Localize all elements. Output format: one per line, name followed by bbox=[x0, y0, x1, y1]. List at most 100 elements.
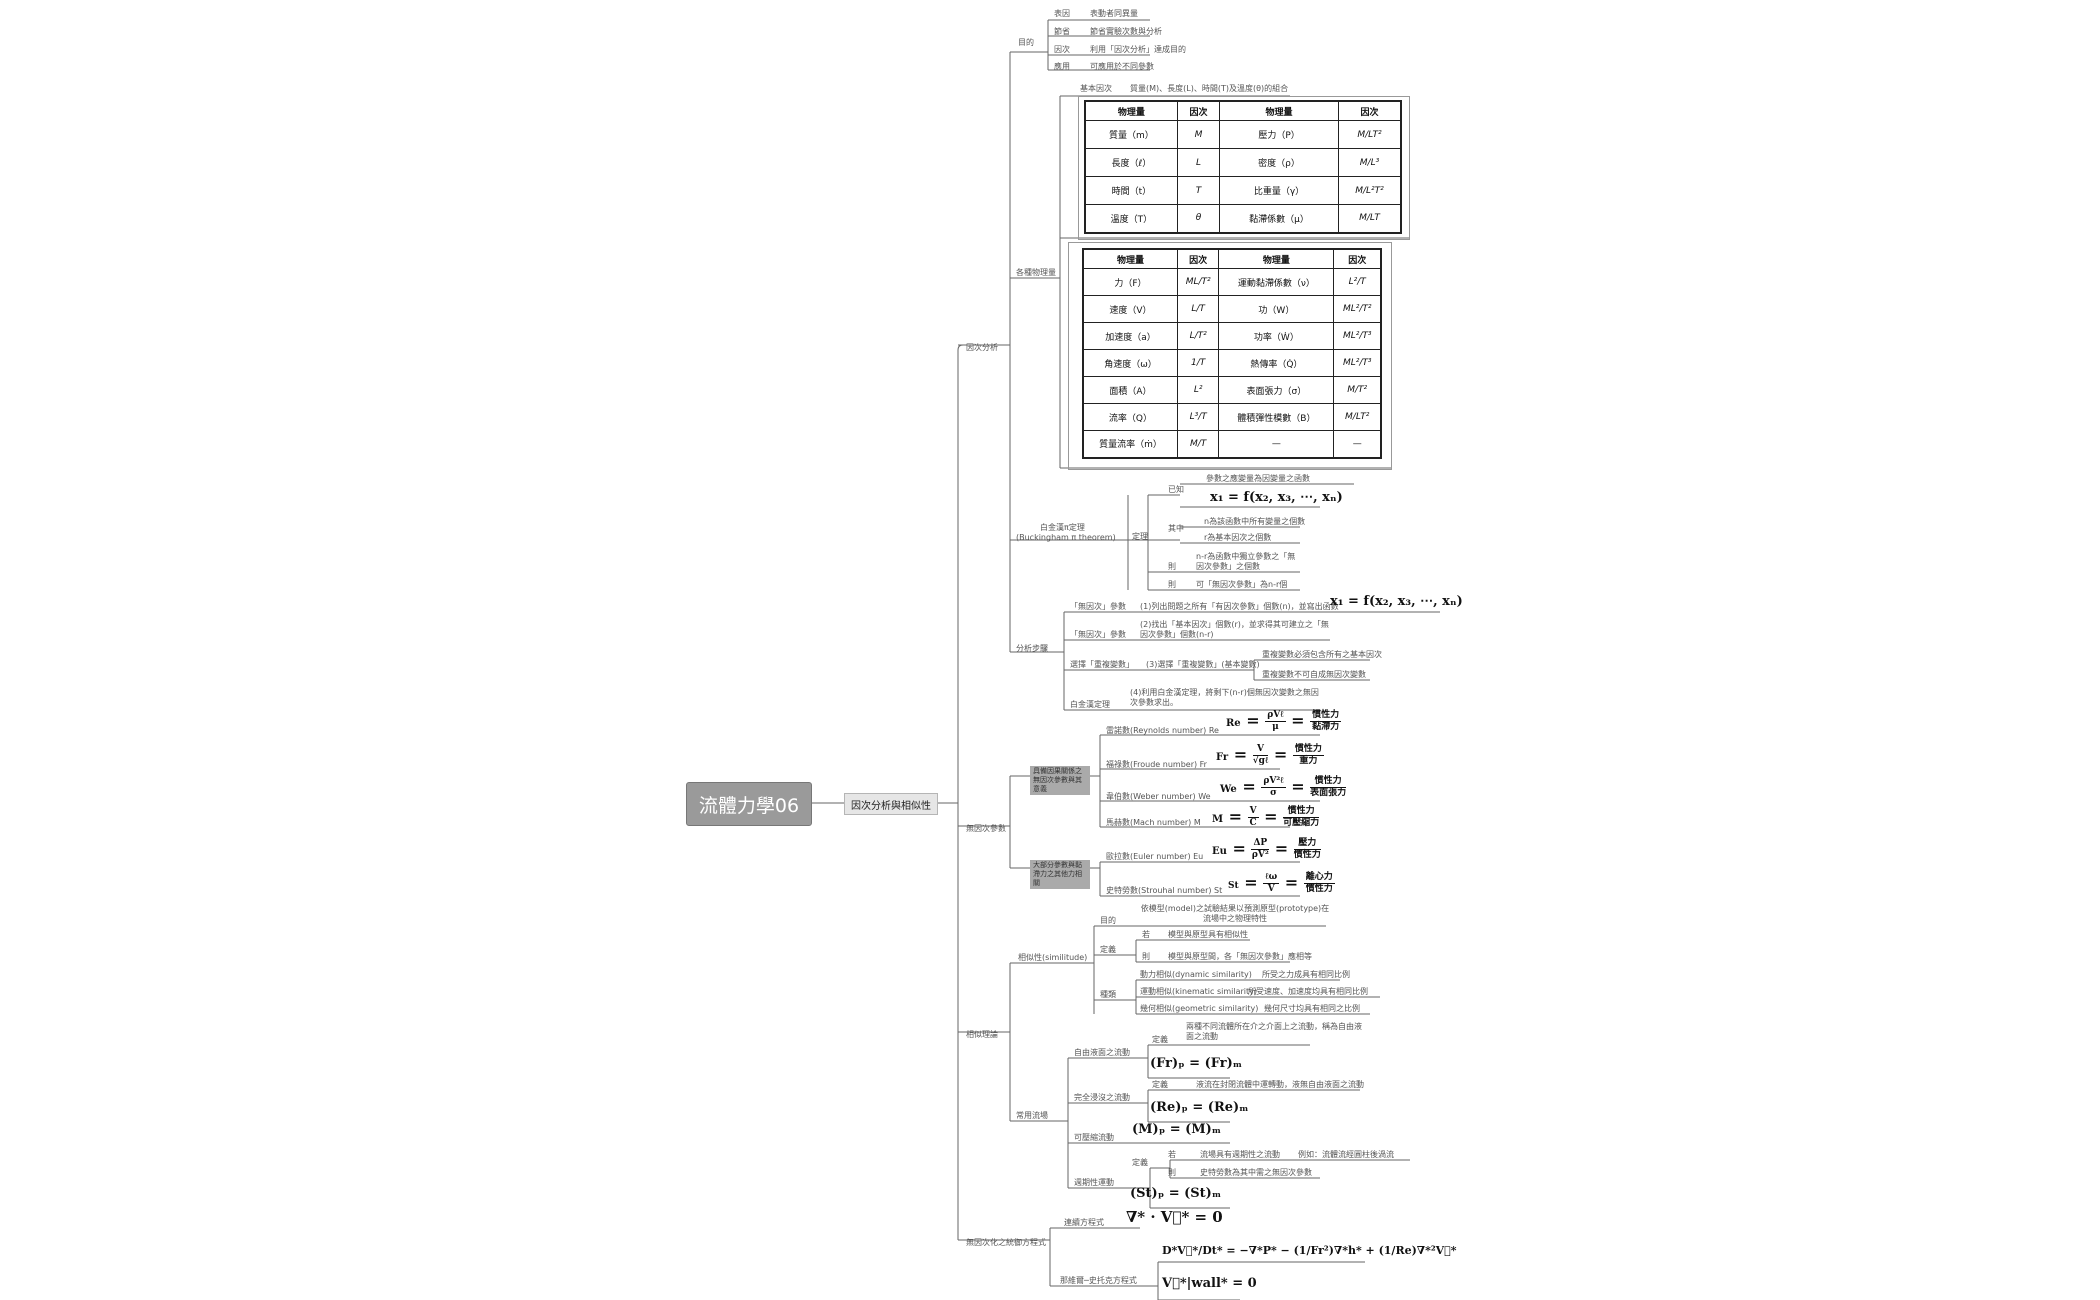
table-cell: 1/T bbox=[1176, 349, 1220, 377]
periodic-example: 例如：流體流經圓柱後渦流 bbox=[1298, 1150, 1394, 1159]
navier-stokes-formula: D*V⃗*/Dt* = −∇*P* − (1/Fr²)∇*h* + (1/Re)… bbox=[1162, 1244, 1457, 1257]
table-cell: ML²/T² bbox=[1333, 295, 1382, 323]
purpose-item-value: 節省實驗次數與分析 bbox=[1090, 27, 1162, 36]
similitude-purpose: 目的 bbox=[1100, 916, 1116, 925]
section-dimensionless[interactable]: 無因次參數 bbox=[966, 824, 1006, 833]
periodic-text: 流場具有週期性之流動 bbox=[1200, 1150, 1280, 1159]
buckingham-text: 可「無因次參數」為n-r個 bbox=[1196, 580, 1288, 589]
table-cell: M bbox=[1176, 120, 1221, 149]
purpose-label[interactable]: 目的 bbox=[1018, 38, 1034, 47]
table-row: 力（F） ML/T² 運動黏滯係數（ν） L²/T bbox=[1082, 268, 1382, 296]
similitude-if: 若 bbox=[1142, 930, 1150, 939]
basic-dims-text: 質量(M)、長度(L)、時間(T)及溫度(θ)的組合 bbox=[1130, 84, 1289, 93]
dynamic-similarity: 動力相似(dynamic similarity) bbox=[1140, 970, 1252, 979]
periodic-flow-def: 定義 bbox=[1132, 1158, 1148, 1167]
buckingham-then: 則 bbox=[1168, 580, 1176, 589]
buckingham-text: n-r為函數中獨立參數之「無因次參數」之個數 bbox=[1196, 552, 1296, 571]
table-cell: L³/T bbox=[1176, 403, 1220, 431]
table-row: 加速度（a） L/T² 功率（Ẇ） ML²/T³ bbox=[1082, 322, 1382, 350]
table-cell: M/LT bbox=[1337, 204, 1402, 233]
table-header: 因次 bbox=[1337, 100, 1402, 121]
table-header: 物理量 bbox=[1219, 100, 1339, 121]
purpose-item-value: 利用「因次分析」達成目的 bbox=[1090, 45, 1186, 54]
table-cell: 時間（t） bbox=[1084, 176, 1178, 205]
strouhal-number: 史特勞數(Strouhal number) St bbox=[1106, 886, 1223, 895]
section-dim-analysis[interactable]: 因次分析 bbox=[966, 343, 998, 352]
step-text: (4)利用白金漢定理，將剩下(n-r)個無因次變數之無因次參數求出。 bbox=[1130, 688, 1319, 707]
geometric-similarity-desc: 幾何尺寸均具有相同之比例 bbox=[1264, 1004, 1360, 1013]
similitude-purpose-text: 依模型(model)之試驗結果以預測原型(prototype)在流場中之物理特性 bbox=[1140, 904, 1330, 923]
dimless-group-1[interactable]: 具備因果關係之無因次參數與其意義 bbox=[1030, 766, 1090, 795]
reynolds-number: 雷諾數(Reynolds number) Re bbox=[1106, 726, 1219, 735]
table-cell: 面積（A） bbox=[1082, 376, 1178, 404]
table-cell: M/L²T² bbox=[1337, 176, 1402, 205]
similitude-then: 則 bbox=[1142, 952, 1150, 961]
table-header: 因次 bbox=[1333, 248, 1382, 269]
step-subtext: 重複變數必須包含所有之基本因次 bbox=[1262, 650, 1382, 659]
table-cell: 質量流率（ṁ） bbox=[1082, 430, 1178, 458]
table-cell: 熱傳率（Q̇） bbox=[1218, 349, 1335, 377]
table-cell: 功（W） bbox=[1218, 295, 1335, 323]
section-similarity[interactable]: 相似理論 bbox=[966, 1030, 998, 1039]
applications-label[interactable]: 常用流場 bbox=[1016, 1111, 1048, 1120]
buckingham-text: r為基本因次之個數 bbox=[1204, 533, 1272, 542]
periodic-formula: (St)ₚ = (St)ₘ bbox=[1130, 1186, 1222, 1201]
table-cell: L/T bbox=[1176, 295, 1220, 323]
step-subtext: 重複變數不可自成無因次變數 bbox=[1262, 670, 1366, 679]
table-cell: 比重量（γ） bbox=[1219, 176, 1339, 205]
buckingham-label[interactable]: 白金漢π定理 bbox=[1040, 523, 1085, 532]
froude-number: 福祿數(Froude number) Fr bbox=[1106, 760, 1207, 769]
table-cell: L/T² bbox=[1176, 322, 1220, 350]
dimless-group-2[interactable]: 大部分參數與黏滯力之其他力相關 bbox=[1030, 860, 1090, 889]
step-head: 「無因次」參數 bbox=[1070, 602, 1126, 611]
navier-stokes-label: 那維爾─史托克方程式 bbox=[1060, 1276, 1137, 1285]
purpose-item-key: 因次 bbox=[1054, 45, 1070, 54]
step-text: (2)找出「基本因次」個數(r)，並求得其可建立之「無因次參數」個數(n-r) bbox=[1140, 620, 1329, 639]
free-surface-formula: (Fr)ₚ = (Fr)ₘ bbox=[1150, 1056, 1243, 1071]
table-row: 速度（V） L/T 功（W） ML²/T² bbox=[1082, 295, 1382, 323]
table-row: 長度（ℓ） L 密度（ρ） M/L³ bbox=[1084, 148, 1402, 177]
table-header: 物理量 bbox=[1082, 248, 1178, 269]
table-cell: 流率（Q） bbox=[1082, 403, 1178, 431]
table-row: 角速度（ω） 1/T 熱傳率（Q̇） ML²/T³ bbox=[1082, 349, 1382, 377]
buckingham-text: 參數之應變量為因變量之函數 bbox=[1206, 474, 1310, 483]
table-cell: ML²/T³ bbox=[1333, 349, 1382, 377]
table-cell: L bbox=[1176, 148, 1221, 177]
table-cell: 功率（Ẇ） bbox=[1218, 322, 1335, 350]
table-cell: 溫度（T） bbox=[1084, 204, 1178, 233]
kinematic-similarity-desc: 所受速度、加速度均具有相同比例 bbox=[1248, 987, 1368, 996]
table-cell: 運動黏滯係數（ν） bbox=[1218, 268, 1335, 296]
closed-flow: 完全浸沒之流動 bbox=[1074, 1093, 1130, 1102]
periodic-then: 則 bbox=[1168, 1168, 1176, 1177]
periodic-if: 若 bbox=[1168, 1150, 1176, 1159]
section-nondim-eqs[interactable]: 無因次化之統御方程式 bbox=[966, 1238, 1046, 1247]
boundary-condition-formula: V⃗*|wall* = 0 bbox=[1162, 1276, 1257, 1291]
similitude-label[interactable]: 相似性(similitude) bbox=[1018, 953, 1088, 962]
kinematic-similarity: 運動相似(kinematic similarity) bbox=[1140, 987, 1257, 996]
periodic-text: 史特勞數為其中需之無因次參數 bbox=[1200, 1168, 1312, 1177]
purpose-item-value: 表動者同異量 bbox=[1090, 9, 1138, 18]
common-quantities-label[interactable]: 各種物理量 bbox=[1016, 268, 1056, 277]
table-cell: ML²/T³ bbox=[1333, 322, 1382, 350]
dimension-table-1: 物理量 因次 物理量 因次 質量（m） M 壓力（P） M/LT² 長度（ℓ） … bbox=[1084, 100, 1402, 234]
main-topic[interactable]: 因次分析與相似性 bbox=[844, 793, 938, 815]
dynamic-similarity-desc: 所受之力成具有相同比例 bbox=[1262, 970, 1350, 979]
root-topic[interactable]: 流體力學06 bbox=[686, 782, 812, 826]
table-row: 質量（m） M 壓力（P） M/LT² bbox=[1084, 120, 1402, 149]
purpose-item-value: 可應用於不同參數 bbox=[1090, 62, 1154, 71]
steps-label[interactable]: 分析步驟 bbox=[1016, 644, 1048, 653]
free-surface-def: 定義 bbox=[1152, 1035, 1168, 1044]
table-row: 溫度（T） θ 黏滯係數（μ） M/LT bbox=[1084, 204, 1402, 233]
table-cell: 表面張力（σ） bbox=[1218, 376, 1335, 404]
free-surface-flow: 自由液面之流動 bbox=[1074, 1048, 1130, 1057]
table-header: 因次 bbox=[1176, 248, 1220, 269]
compressible-flow-formula: (M)ₚ = (M)ₘ bbox=[1132, 1122, 1222, 1137]
table1-frame bbox=[1078, 96, 1410, 240]
buckingham-label-en: (Buckingham π theorem) bbox=[1016, 533, 1116, 542]
buckingham-known: 已知 bbox=[1168, 485, 1184, 494]
step-formula: x₁ = f(x₂, x₃, ⋯, xₙ) bbox=[1330, 594, 1463, 609]
table-cell: M/T bbox=[1176, 430, 1220, 458]
table-cell: T bbox=[1176, 176, 1221, 205]
